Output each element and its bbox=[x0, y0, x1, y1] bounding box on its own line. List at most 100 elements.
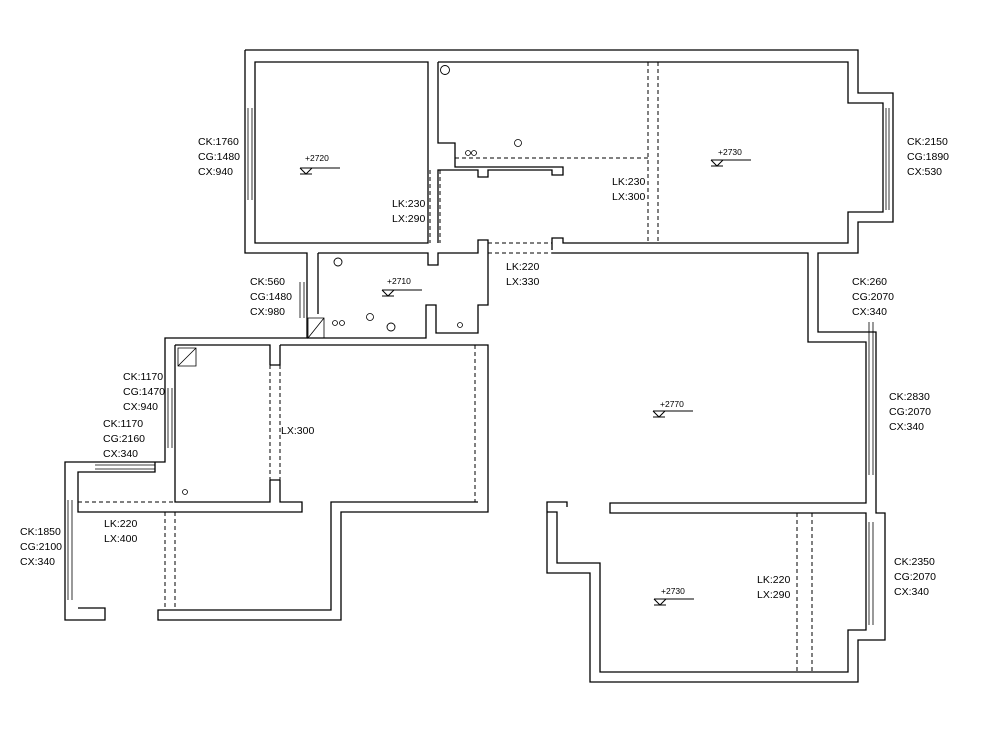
opening-annotation: LK:230 LX:300 bbox=[612, 176, 645, 203]
svg-text:LK:220: LK:220 bbox=[757, 574, 790, 586]
window-bath bbox=[299, 282, 305, 318]
kitchen-wall bbox=[157, 344, 489, 621]
window-right-3 bbox=[868, 522, 874, 625]
svg-text:LX:300: LX:300 bbox=[281, 425, 314, 437]
window-kitchen bbox=[167, 388, 173, 448]
elevation-value: +2710 bbox=[387, 276, 411, 286]
svg-text:CG:2070: CG:2070 bbox=[894, 571, 936, 583]
windows bbox=[67, 108, 890, 625]
drain-icon bbox=[514, 139, 522, 147]
window-annotation: CK:1760 CG:1480 CX:940 bbox=[198, 136, 240, 178]
bathroom-wall bbox=[307, 253, 489, 339]
inner-wall-top bbox=[254, 61, 429, 244]
elevation-value: +2730 bbox=[718, 147, 742, 157]
svg-text:CK:1850: CK:1850 bbox=[20, 526, 61, 538]
svg-text:CK:1170: CK:1170 bbox=[103, 418, 143, 430]
window-annotation: CK:2830 CG:2070 CX:340 bbox=[889, 391, 931, 433]
outer-wall-top bbox=[245, 49, 894, 683]
elevation-markers: +2720 +2730 +2710 +2770 +2730 bbox=[299, 147, 751, 606]
openings bbox=[78, 62, 813, 672]
kitchen-partition bbox=[270, 345, 281, 481]
elevation-value: +2730 bbox=[661, 586, 685, 596]
opening-annotation: LK:220 LX:290 bbox=[757, 574, 790, 601]
svg-text:LK:220: LK:220 bbox=[104, 518, 137, 530]
pipe-icon bbox=[471, 150, 477, 156]
corridor-wall bbox=[318, 239, 489, 266]
window-annotation: CK:1170 CG:2160 CX:340 bbox=[103, 418, 145, 460]
pipe-icon bbox=[333, 257, 343, 267]
window-annotation: CK:260 CG:2070 CX:340 bbox=[852, 276, 894, 318]
elevation-value: +2770 bbox=[660, 399, 684, 409]
svg-text:CX:340: CX:340 bbox=[894, 586, 929, 598]
svg-text:CG:1890: CG:1890 bbox=[907, 151, 949, 163]
window-right-1 bbox=[868, 322, 874, 342]
svg-text:CG:1480: CG:1480 bbox=[250, 291, 292, 303]
opening-annotation: LK:230 LX:290 bbox=[392, 198, 425, 225]
svg-text:CG:1470: CG:1470 bbox=[123, 386, 165, 398]
svg-text:CK:560: CK:560 bbox=[250, 276, 285, 288]
window-balcony-left bbox=[67, 500, 73, 600]
svg-text:CX:530: CX:530 bbox=[907, 166, 942, 178]
elevation-marker-living: +2770 bbox=[652, 399, 693, 418]
opening-annotation: LK:220 LX:330 bbox=[506, 261, 539, 288]
corridor-wall-right bbox=[547, 252, 867, 673]
opening-annotation: LX:300 bbox=[281, 425, 314, 437]
elevation-marker-room-top: +2730 bbox=[710, 147, 751, 167]
svg-text:LK:230: LK:230 bbox=[392, 198, 425, 210]
svg-text:CX:940: CX:940 bbox=[198, 166, 233, 178]
outer-wall-left-top bbox=[64, 50, 308, 621]
window-annotation: CK:2150 CG:1890 CX:530 bbox=[907, 136, 949, 178]
drain-icon bbox=[366, 313, 374, 321]
pipe-icon bbox=[386, 322, 396, 332]
svg-text:LX:290: LX:290 bbox=[757, 589, 790, 601]
window-annotation: CK:1850 CG:2100 CX:340 bbox=[20, 526, 62, 568]
svg-text:CG:2070: CG:2070 bbox=[852, 291, 894, 303]
window-annotation: CK:560 CG:1480 CX:980 bbox=[250, 276, 292, 318]
window-right-2 bbox=[868, 342, 874, 475]
svg-text:CX:340: CX:340 bbox=[103, 448, 138, 460]
elevation-marker-bathroom: +2710 bbox=[381, 276, 422, 297]
svg-text:CK:1760: CK:1760 bbox=[198, 136, 239, 148]
svg-text:CX:340: CX:340 bbox=[20, 556, 55, 568]
elevation-marker-bedroom-bottom: +2730 bbox=[653, 586, 694, 606]
window-right-top bbox=[885, 108, 890, 210]
svg-text:LK:220: LK:220 bbox=[506, 261, 539, 273]
pipe-icon bbox=[465, 150, 471, 156]
svg-text:CK:2350: CK:2350 bbox=[894, 556, 935, 568]
svg-text:CK:1170: CK:1170 bbox=[123, 371, 163, 383]
svg-text:CX:340: CX:340 bbox=[889, 421, 924, 433]
flue-icon bbox=[177, 347, 197, 367]
elevation-marker-bedroom-left: +2720 bbox=[299, 153, 340, 175]
inner-wall-top-right bbox=[438, 61, 884, 250]
svg-text:CX:940: CX:940 bbox=[123, 401, 158, 413]
svg-text:CG:2100: CG:2100 bbox=[20, 541, 62, 553]
svg-text:LK:230: LK:230 bbox=[612, 176, 645, 188]
window-annotation: CK:2350 CG:2070 CX:340 bbox=[894, 556, 936, 598]
fixtures bbox=[177, 65, 522, 495]
pipe-icon bbox=[332, 320, 338, 326]
opening-annotations: LK:230 LX:290 LK:230 LX:300 LK:220 LX:33… bbox=[104, 176, 790, 601]
svg-text:LX:300: LX:300 bbox=[612, 191, 645, 203]
partition-top-mid bbox=[437, 62, 564, 243]
window-bedroom-left bbox=[247, 108, 253, 200]
svg-text:CG:2160: CG:2160 bbox=[103, 433, 145, 445]
svg-text:CK:260: CK:260 bbox=[852, 276, 887, 288]
drain-icon bbox=[182, 489, 188, 495]
svg-text:LX:290: LX:290 bbox=[392, 213, 425, 225]
svg-text:CK:2150: CK:2150 bbox=[907, 136, 948, 148]
svg-text:LX:400: LX:400 bbox=[104, 533, 137, 545]
svg-text:CK:2830: CK:2830 bbox=[889, 391, 930, 403]
drain-icon bbox=[457, 322, 463, 328]
svg-text:LX:330: LX:330 bbox=[506, 276, 539, 288]
svg-text:CG:1480: CG:1480 bbox=[198, 151, 240, 163]
pipe-icon bbox=[339, 320, 345, 326]
pipe-icon bbox=[440, 65, 450, 75]
svg-text:CX:340: CX:340 bbox=[852, 306, 887, 318]
window-balcony-top bbox=[95, 464, 155, 470]
walls bbox=[64, 49, 894, 683]
svg-text:CG:2070: CG:2070 bbox=[889, 406, 931, 418]
elevation-value: +2720 bbox=[305, 153, 329, 163]
flue-icon bbox=[307, 317, 325, 339]
window-annotation: CK:1170 CG:1470 CX:940 bbox=[123, 371, 165, 413]
